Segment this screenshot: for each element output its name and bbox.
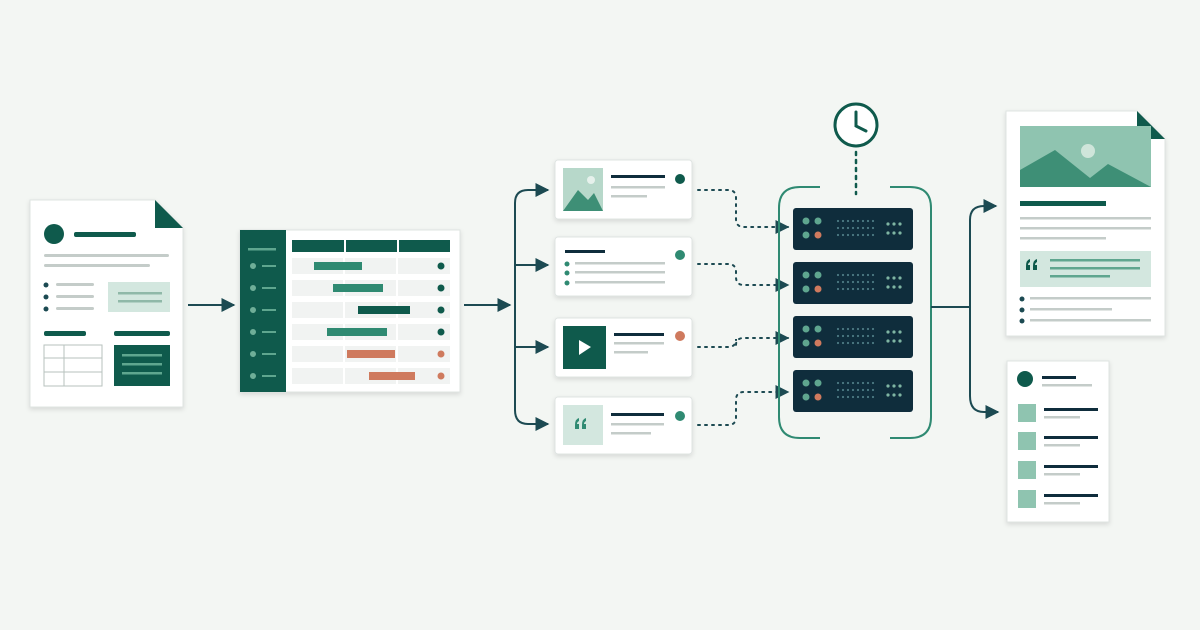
server-light — [814, 325, 822, 333]
right-bracket — [890, 186, 932, 439]
dotted-connectors — [697, 189, 790, 426]
content-card-list — [554, 236, 693, 297]
schedule-row — [250, 346, 450, 362]
row-status-dot — [437, 350, 445, 358]
server-light — [814, 393, 822, 401]
server-light — [814, 379, 822, 387]
row-status-dot — [437, 328, 445, 336]
checkbox-icon — [1018, 404, 1036, 422]
row-status-dot — [437, 306, 445, 314]
avatar-icon — [1017, 371, 1033, 387]
checklist-row — [1018, 461, 1098, 479]
server-light — [814, 271, 822, 279]
server-light — [814, 285, 822, 293]
output-connector — [931, 199, 1000, 419]
server-light — [802, 379, 810, 387]
checkbox-icon — [1018, 490, 1036, 508]
table-header — [292, 240, 450, 252]
article-document — [1005, 110, 1166, 337]
schedule-row — [250, 280, 450, 296]
schedule-row — [250, 302, 450, 318]
row-status-dot — [437, 284, 445, 292]
row-status-dot — [437, 262, 445, 270]
clock-icon — [833, 102, 879, 148]
schedule-bar — [333, 284, 383, 292]
server-unit — [793, 208, 913, 250]
schedule-bar — [314, 262, 362, 270]
server-unit — [793, 262, 913, 304]
play-icon — [563, 326, 606, 369]
checkbox-icon — [1018, 461, 1036, 479]
image-icon — [1020, 126, 1151, 187]
avatar-icon — [44, 224, 64, 244]
quote-icon — [563, 405, 603, 445]
panel-icon — [108, 282, 170, 312]
checklist-document — [1006, 360, 1110, 523]
schedule-table — [239, 229, 461, 393]
schedule-row — [250, 368, 450, 384]
left-bracket — [778, 186, 820, 439]
list-icon — [564, 261, 665, 286]
quote-icon — [1026, 259, 1037, 270]
server-light — [814, 231, 822, 239]
status-dot — [675, 174, 685, 184]
checklist-row — [1018, 432, 1098, 450]
grid-table-icon — [43, 344, 103, 387]
server-unit — [793, 370, 913, 412]
row-status-dot — [437, 372, 445, 380]
server-light — [802, 285, 810, 293]
server-light — [802, 217, 810, 225]
schedule-bar — [369, 372, 415, 380]
server-light — [814, 217, 822, 225]
server-light — [814, 339, 822, 347]
checklist-row — [1018, 490, 1098, 508]
status-dot — [675, 411, 685, 421]
server-light — [802, 325, 810, 333]
server-stack — [778, 102, 932, 439]
schedule-bar — [327, 328, 387, 336]
image-icon — [563, 168, 603, 211]
server-light — [802, 339, 810, 347]
checkbox-icon — [1018, 432, 1036, 450]
schedule-bar — [347, 350, 395, 358]
quote-block — [1020, 251, 1151, 287]
checklist-row — [1018, 404, 1098, 422]
content-card-quote — [554, 396, 693, 455]
schedule-bar — [358, 306, 410, 314]
content-card-video — [554, 317, 693, 378]
server-light — [802, 393, 810, 401]
server-light — [802, 231, 810, 239]
source-document — [29, 199, 184, 408]
branch-connector — [464, 183, 550, 431]
server-light — [802, 271, 810, 279]
content-card-image — [554, 159, 693, 220]
folded-corner-icon — [155, 200, 183, 228]
status-dot — [675, 250, 685, 260]
status-dot — [675, 331, 685, 341]
schedule-row — [250, 258, 450, 274]
schedule-row — [250, 324, 450, 340]
server-unit — [793, 316, 913, 358]
